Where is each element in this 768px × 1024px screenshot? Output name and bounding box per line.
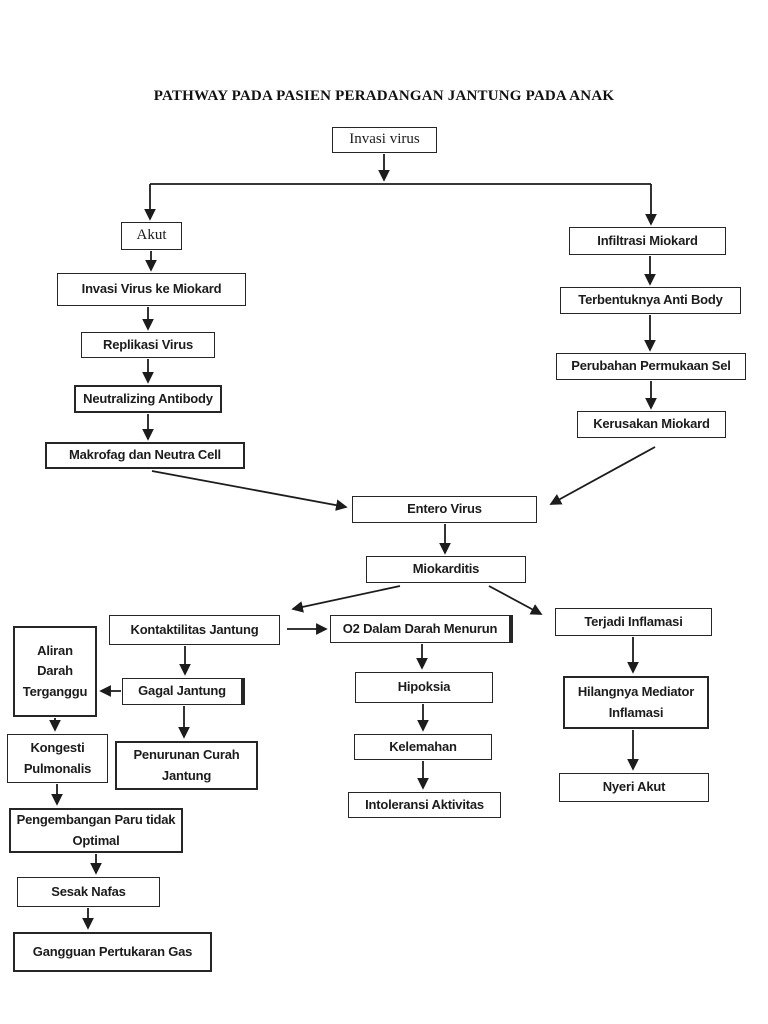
arrow-miokarditis-to-kontaktilitas bbox=[291, 585, 401, 613]
node-invasi-virus: Invasi virus bbox=[332, 127, 437, 153]
arrow-makrofag-to-entero-virus bbox=[151, 470, 348, 511]
node-makrofag-dan-neutra-cell: Makrofag dan Neutra Cell bbox=[45, 442, 245, 469]
node-nyeri-akut: Nyeri Akut bbox=[559, 773, 709, 802]
node-hipoksia: Hipoksia bbox=[355, 672, 493, 703]
node-invasi-virus-ke-miokard: Invasi Virus ke Miokard bbox=[57, 273, 246, 306]
node-akut: Akut bbox=[121, 222, 182, 250]
node-replikasi-virus: Replikasi Virus bbox=[81, 332, 215, 358]
node-o2-dalam-darah-menurun: O2 Dalam Darah Menurun bbox=[330, 615, 513, 643]
node-kelemahan: Kelemahan bbox=[354, 734, 492, 760]
page-title: PATHWAY PADA PASIEN PERADANGAN JANTUNG P… bbox=[153, 88, 615, 104]
node-perubahan-permukaan-sel: Perubahan Permukaan Sel bbox=[556, 353, 746, 380]
node-aliran-darah-terganggu: Aliran Darah Terganggu bbox=[13, 626, 97, 717]
node-terjadi-inflamasi: Terjadi Inflamasi bbox=[555, 608, 712, 636]
node-sesak-nafas: Sesak Nafas bbox=[17, 877, 160, 907]
node-intoleransi-aktivitas: Intoleransi Aktivitas bbox=[348, 792, 501, 818]
node-terbentuknya-anti-body: Terbentuknya Anti Body bbox=[560, 287, 741, 314]
arrow-miokarditis-to-terjadi-inflamasi bbox=[488, 585, 543, 615]
node-neutralizing-antibody: Neutralizing Antibody bbox=[74, 385, 222, 413]
node-infiltrasi-miokard: Infiltrasi Miokard bbox=[569, 227, 726, 255]
node-gagal-jantung: Gagal Jantung bbox=[122, 678, 245, 705]
node-miokarditis: Miokarditis bbox=[366, 556, 526, 583]
node-pengembangan-paru-tidak-optimal: Pengembangan Paru tidak Optimal bbox=[9, 808, 183, 853]
node-entero-virus: Entero Virus bbox=[352, 496, 537, 523]
arrow-kerusakan-to-entero-virus bbox=[549, 446, 656, 505]
node-gangguan-pertukaran-gas: Gangguan Pertukaran Gas bbox=[13, 932, 212, 972]
node-hilangnya-mediator-inflamasi: Hilangnya Mediator Inflamasi bbox=[563, 676, 709, 729]
node-kontaktilitas-jantung: Kontaktilitas Jantung bbox=[109, 615, 280, 645]
node-penurunan-curah-jantung: Penurunan Curah Jantung bbox=[115, 741, 258, 790]
node-kerusakan-miokard: Kerusakan Miokard bbox=[577, 411, 726, 438]
node-kongesti-pulmonalis: Kongesti Pulmonalis bbox=[7, 734, 108, 783]
